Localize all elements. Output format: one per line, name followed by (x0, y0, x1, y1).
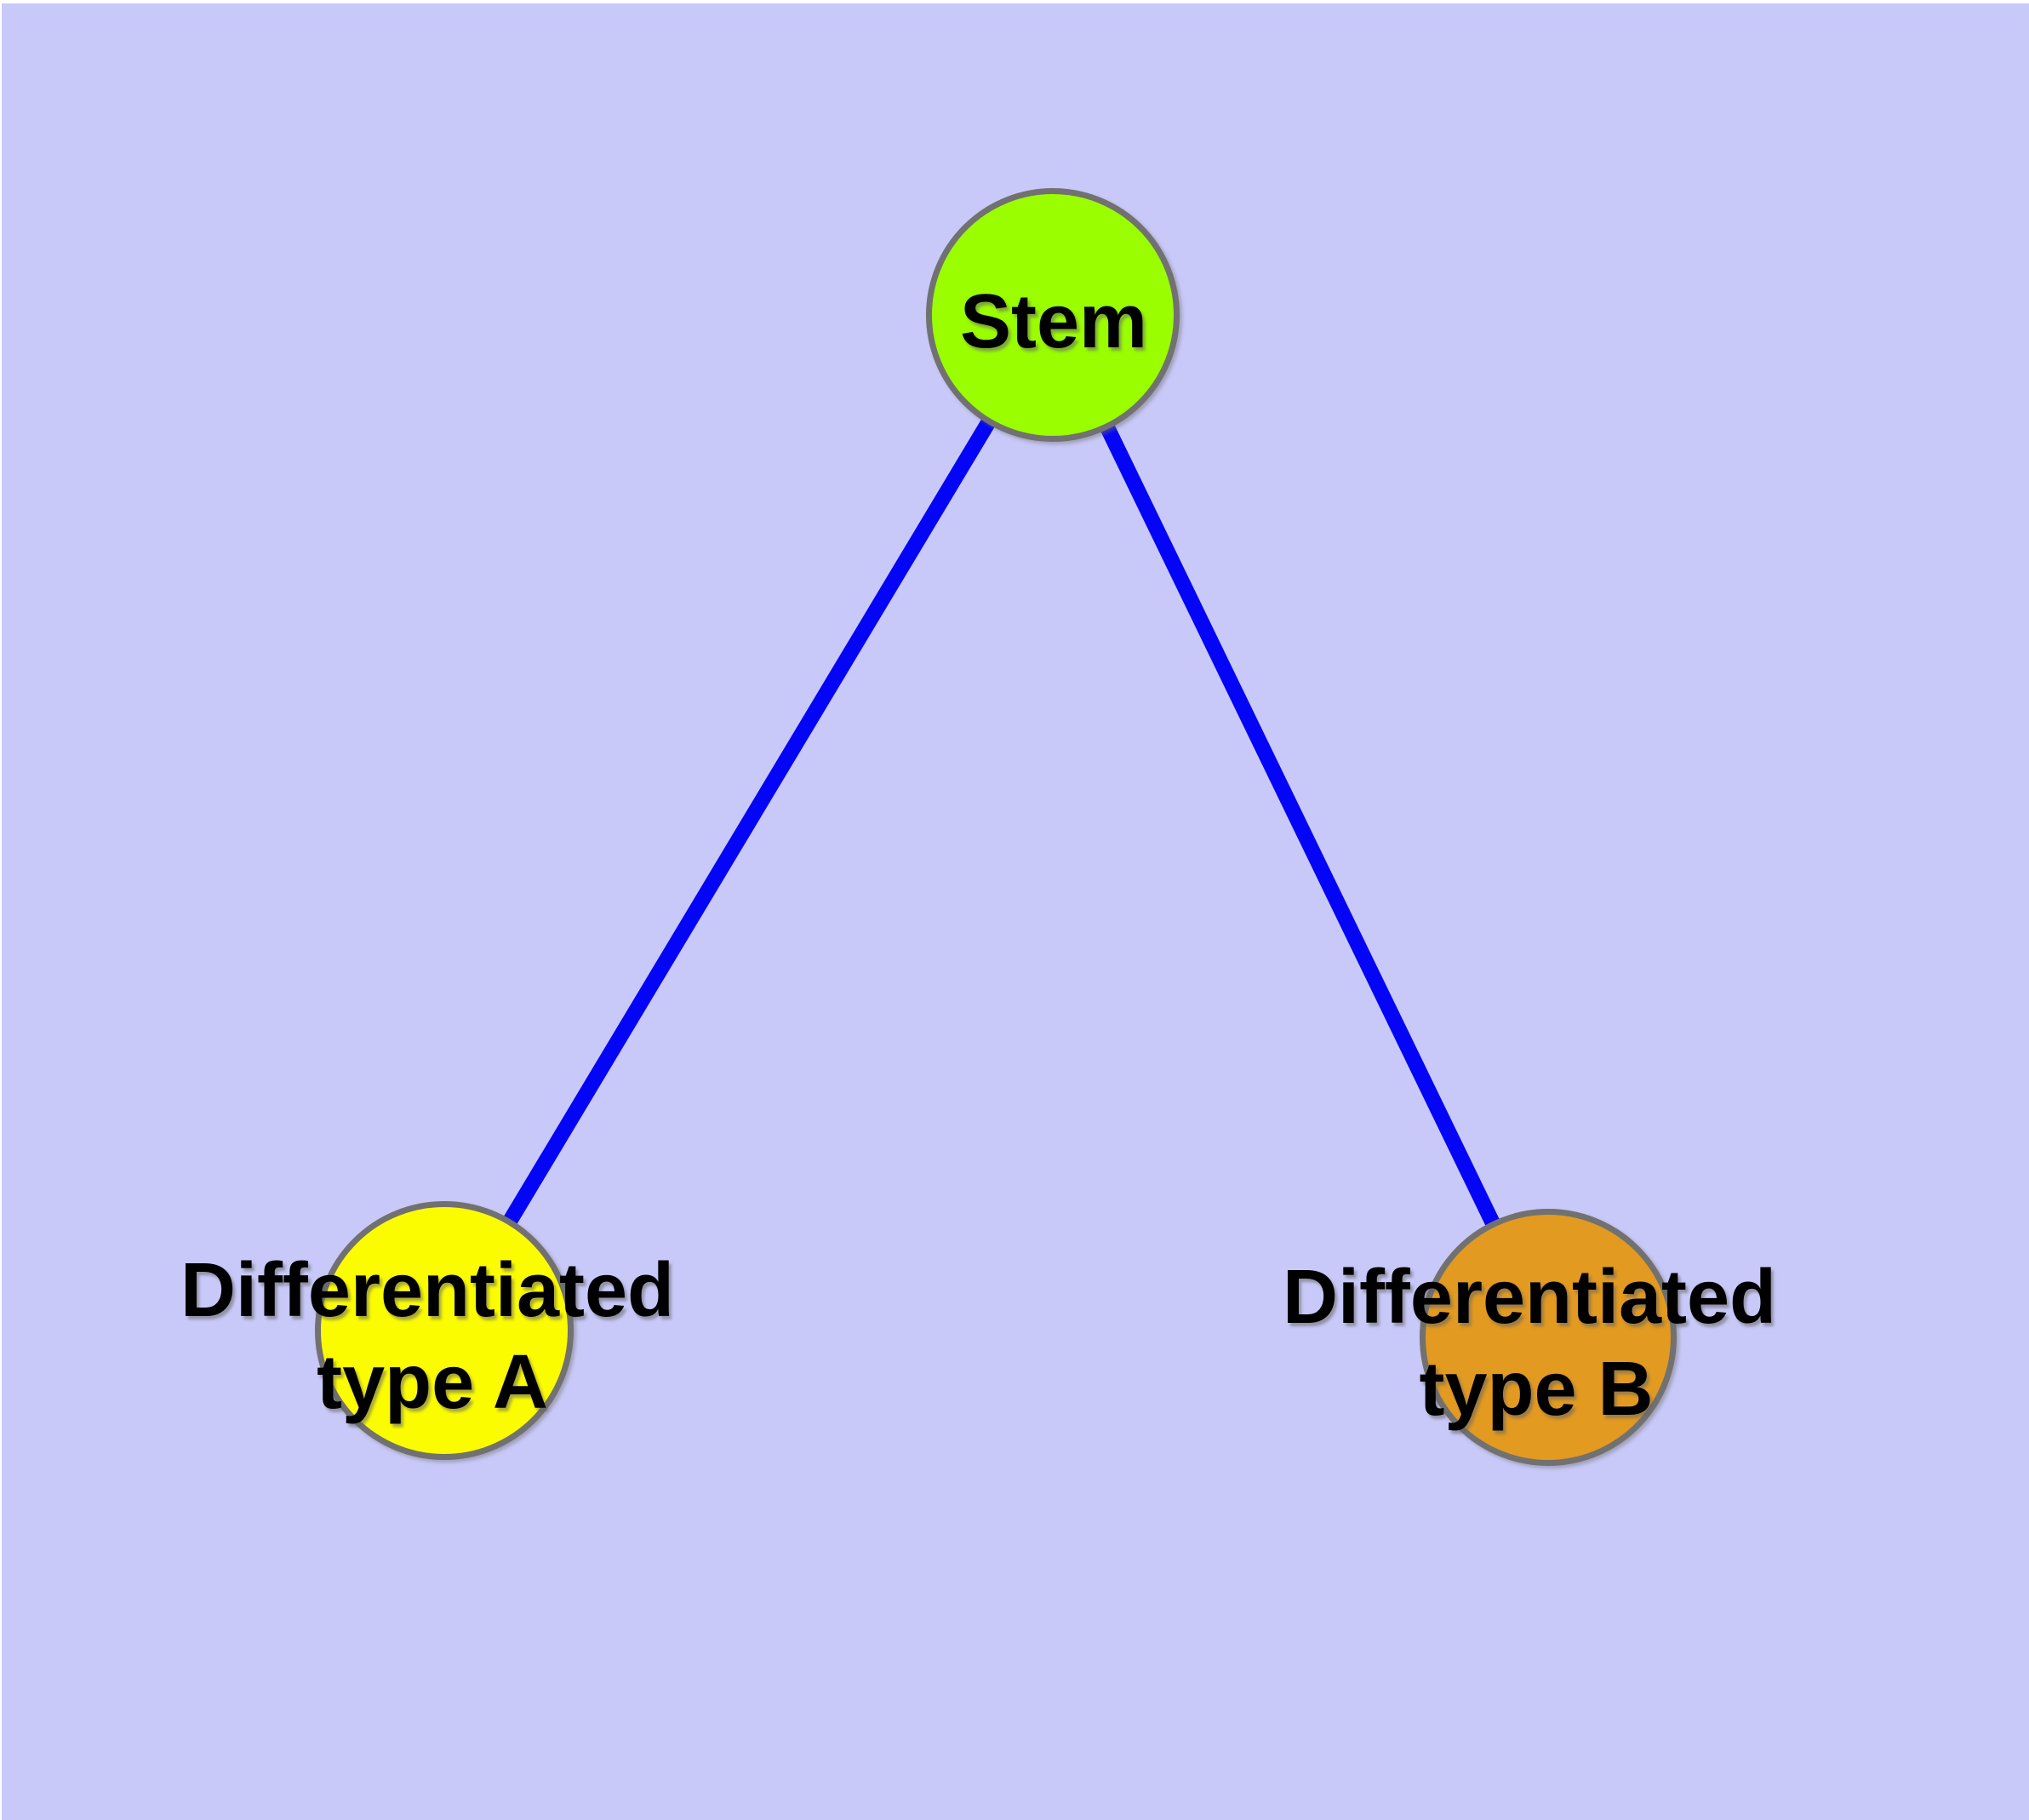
node-stem-label: Stem (960, 279, 1147, 364)
node-type-b-circle[interactable] (1420, 1209, 1677, 1466)
node-type-a-label-line2: type A (317, 1340, 548, 1425)
node-differentiated-type-b: Differentiated type B (1283, 1209, 1776, 1466)
node-type-a-circle[interactable] (315, 1201, 574, 1460)
node-type-b-label-line1: Differentiated (1283, 1255, 1776, 1340)
node-type-b-label-line2: type B (1419, 1347, 1653, 1432)
node-differentiated-type-a: Differentiated type A (180, 1201, 674, 1460)
node-type-a-label-line1: Differentiated (180, 1248, 674, 1333)
edge-stem-to-type-b (1045, 312, 1556, 1341)
edge-stem-to-type-a (437, 311, 1060, 1335)
node-stem: Stem (926, 188, 1180, 442)
node-stem-circle[interactable] (926, 188, 1180, 442)
